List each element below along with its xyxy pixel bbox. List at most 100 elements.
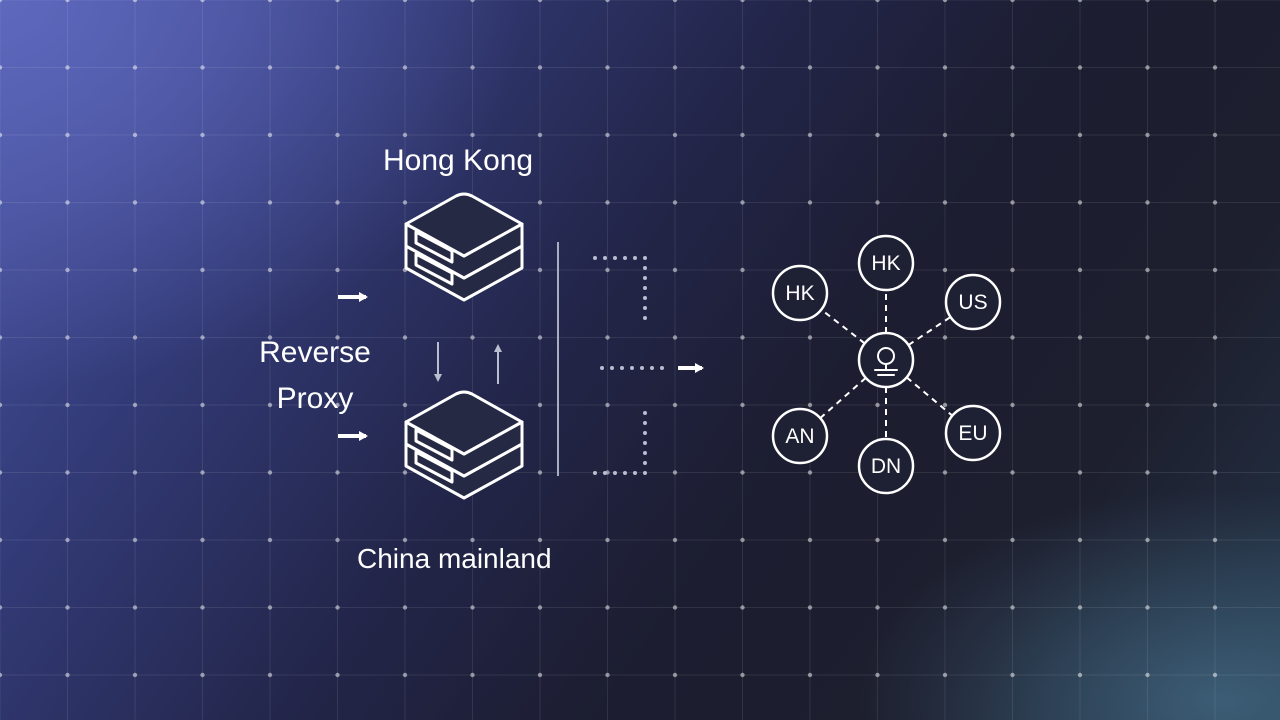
grid-dot xyxy=(267,335,273,340)
grid-dot xyxy=(1212,537,1218,543)
grid-dot xyxy=(1145,605,1150,610)
grid-dot xyxy=(1145,65,1150,70)
grid-dot xyxy=(402,402,408,408)
grid-dot xyxy=(267,267,273,273)
grid-dot xyxy=(65,470,70,475)
grid-dot xyxy=(942,402,948,408)
grid-dot xyxy=(1077,470,1083,475)
grid-dot xyxy=(132,537,138,543)
grid-dot xyxy=(335,335,340,340)
grid-dot xyxy=(1010,0,1015,3)
grid-dot xyxy=(537,470,543,475)
spoke-an xyxy=(819,377,867,419)
grid-dot xyxy=(1145,335,1150,340)
grid-dot xyxy=(1010,267,1015,273)
grid-dot xyxy=(740,470,745,475)
region-node-label: DN xyxy=(871,455,901,478)
grid-dot xyxy=(1010,132,1015,138)
grid-dot xyxy=(0,200,3,205)
grid-dot xyxy=(1077,0,1083,3)
grid-dot xyxy=(807,605,813,610)
grid-dot xyxy=(875,605,880,610)
grid-dot xyxy=(672,65,678,70)
grid-dot xyxy=(335,672,340,678)
grid-dot xyxy=(1145,537,1150,543)
grid-dot xyxy=(402,672,408,678)
grid-dot xyxy=(267,0,273,3)
grid-dot xyxy=(875,0,880,3)
grid-dot xyxy=(672,132,678,138)
grid-dot xyxy=(65,65,70,70)
grid-dot xyxy=(470,0,475,3)
grid-dot xyxy=(267,65,273,70)
grid-dot xyxy=(200,267,205,273)
china-mainland-server-icon xyxy=(404,390,524,500)
grid-dot xyxy=(402,132,408,138)
region-node-eu: EU xyxy=(944,404,1002,462)
grid-dot xyxy=(65,335,70,340)
hub-spokes xyxy=(819,290,953,439)
grid-dot xyxy=(267,402,273,408)
grid-dot xyxy=(200,200,205,205)
grid-dot xyxy=(200,0,205,3)
region-node-circle xyxy=(771,407,829,465)
grid-dot xyxy=(402,537,408,543)
grid-dot xyxy=(335,0,340,3)
grid-dot xyxy=(605,672,610,678)
grid-dot xyxy=(132,200,138,205)
grid-dot xyxy=(1010,200,1015,205)
grid-dot xyxy=(942,470,948,475)
hub-node xyxy=(857,331,915,389)
china-mainland-label: China mainland xyxy=(357,543,552,574)
grid-dot xyxy=(1077,65,1083,70)
grid-dot xyxy=(740,537,745,543)
grid-dot xyxy=(335,605,340,610)
grid-dot xyxy=(875,402,880,408)
grid-dot xyxy=(875,200,880,205)
region-node-label: AN xyxy=(785,425,814,448)
dotted-path-top xyxy=(593,256,647,328)
grid-dot xyxy=(672,0,678,3)
grid-dot xyxy=(1212,335,1218,340)
grid-dot xyxy=(942,65,948,70)
grid-dot xyxy=(470,132,475,138)
grid-dot xyxy=(740,605,745,610)
grid-dot xyxy=(807,65,813,70)
grid-dot xyxy=(875,132,880,138)
grid-dot xyxy=(470,65,475,70)
grid-dot xyxy=(537,267,543,273)
region-node-us: US xyxy=(944,273,1002,331)
grid-dot xyxy=(200,537,205,543)
grid-dot xyxy=(605,65,610,70)
grid-dot xyxy=(942,132,948,138)
grid-dot xyxy=(942,672,948,678)
grid-dot xyxy=(1212,672,1218,678)
grid-dot xyxy=(65,672,70,678)
region-node-hk-left: HK xyxy=(771,264,829,322)
region-node-label: US xyxy=(958,291,987,314)
grid-dot xyxy=(200,335,205,340)
grid-dot xyxy=(537,65,543,70)
hong-kong-label: Hong Kong xyxy=(383,144,534,177)
hong-kong-server-icon xyxy=(404,192,524,302)
grid-dot xyxy=(605,200,610,205)
grid-dot xyxy=(807,402,813,408)
grid-dot xyxy=(1145,0,1150,3)
grid-dot xyxy=(1145,132,1150,138)
grid-dot xyxy=(1145,402,1150,408)
grid-dot xyxy=(1077,132,1083,138)
grid-dot xyxy=(672,672,678,678)
grid-dot xyxy=(200,65,205,70)
grid-dot xyxy=(1010,335,1015,340)
grid-dot xyxy=(132,605,138,610)
grid-dot xyxy=(335,537,340,543)
grid-dot xyxy=(267,200,273,205)
grid-dot xyxy=(132,0,138,3)
grid-dot xyxy=(132,470,138,475)
grid-dot xyxy=(807,470,813,475)
grid-dot xyxy=(537,132,543,138)
reverse-proxy-label: Reverse Proxy xyxy=(259,336,371,415)
grid-dot xyxy=(402,470,408,475)
